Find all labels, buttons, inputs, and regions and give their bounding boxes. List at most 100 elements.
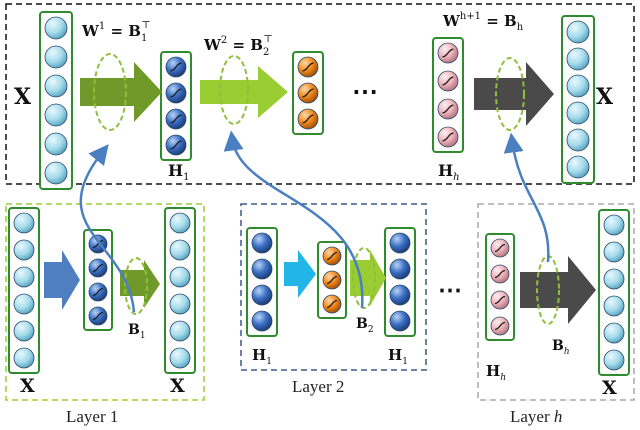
- neuron: [389, 284, 411, 306]
- sigmoid-icon: [442, 104, 454, 114]
- layer2-h1-input-column: [246, 227, 278, 337]
- link-b1-to-w1: [79, 144, 136, 313]
- column-border: [485, 233, 515, 341]
- w1-equation: W1 = B1⊤: [81, 20, 151, 44]
- link-bh-to-wh: [503, 132, 550, 263]
- sigmoid-icon: [170, 114, 182, 124]
- layer1-x-right-label: X: [170, 375, 185, 397]
- neuron: [13, 266, 35, 288]
- neuron: [251, 258, 273, 280]
- layer2-h1-output-column: [384, 227, 416, 337]
- column-border: [432, 37, 464, 153]
- top-hh-column: [432, 37, 464, 153]
- neuron: [13, 347, 35, 369]
- wh-equation: Wh+1 = Bh: [442, 11, 524, 33]
- top-model-frame: [5, 3, 635, 185]
- sigmoid-icon: [302, 62, 314, 72]
- layerh-hh-column: [485, 233, 515, 341]
- neuron: [169, 212, 191, 234]
- neuron: [603, 241, 625, 263]
- column-border: [160, 51, 192, 161]
- weight-ellipse-h: [495, 57, 525, 131]
- arrow-h1-to-h2: [200, 66, 288, 118]
- sigmoid-icon: [170, 140, 182, 150]
- layer2-decoder-arrow: [350, 250, 386, 306]
- sigmoid-icon: [326, 299, 338, 309]
- layer1-x-input-column: [8, 207, 40, 374]
- top-hh-label: Hh: [438, 161, 460, 183]
- neuron: [44, 103, 68, 127]
- sigmoid-icon: [442, 132, 454, 142]
- layerh-h-label: Hh: [486, 362, 506, 383]
- layerh-frame: [477, 203, 635, 401]
- layerh-x-right-label: X: [602, 377, 617, 399]
- neuron: [566, 74, 590, 98]
- sigmoid-icon: [326, 251, 338, 261]
- neuron: [566, 128, 590, 152]
- layer1-frame: [5, 203, 205, 401]
- layer1-x-output-column: [164, 207, 196, 374]
- layer2-b-label: B2: [356, 316, 374, 335]
- neuron: [603, 295, 625, 317]
- arrow-hh-to-x: [474, 62, 554, 126]
- neuron: [44, 74, 68, 98]
- neuron: [169, 293, 191, 315]
- layer2-caption: Layer 2: [292, 377, 344, 396]
- sigmoid-icon: [170, 62, 182, 72]
- top-x-right-label: X: [596, 84, 614, 110]
- sigmoid-icon: [170, 88, 182, 98]
- neuron: [13, 212, 35, 234]
- sigmoid-icon: [92, 311, 104, 321]
- top-x-input-column: [39, 11, 73, 190]
- column-border: [246, 227, 278, 337]
- layer2-h2-column: [317, 241, 347, 319]
- neuron: [169, 320, 191, 342]
- neuron: [566, 20, 590, 44]
- sigmoid-icon: [92, 287, 104, 297]
- top-h2-column: [292, 51, 324, 135]
- sigmoid-icon: [442, 76, 454, 86]
- neuron: [389, 310, 411, 332]
- top-h1-column: [160, 51, 192, 161]
- layer1-h1-column: [83, 229, 113, 331]
- neuron: [13, 320, 35, 342]
- weight-ellipse-2: [219, 55, 249, 125]
- neuron: [251, 310, 273, 332]
- neuron: [566, 101, 590, 125]
- top-x-output-column: [561, 15, 595, 184]
- sigmoid-icon: [302, 114, 314, 124]
- sigmoid-icon: [92, 263, 104, 273]
- layer1-b-label: B1: [128, 322, 146, 341]
- sigmoid-icon: [494, 295, 506, 305]
- layer2-frame: [240, 203, 427, 371]
- neuron: [251, 232, 273, 254]
- sigmoid-icon: [92, 239, 104, 249]
- sigmoid-icon: [494, 269, 506, 279]
- layerh-x-output-column: [598, 209, 630, 376]
- column-border: [384, 227, 416, 337]
- sigmoid-icon: [442, 48, 454, 58]
- layer1-b-ellipse: [124, 257, 148, 315]
- w2-equation: W2 = B2⊤: [203, 34, 273, 58]
- neuron: [389, 232, 411, 254]
- layer2-encoder-arrow: [284, 250, 316, 298]
- top-x-left-label: X: [14, 84, 32, 110]
- sigmoid-icon: [494, 321, 506, 331]
- neuron: [603, 214, 625, 236]
- top-ellipsis: ⋯: [352, 77, 378, 107]
- neuron: [13, 239, 35, 261]
- bottom-ellipsis: ⋯: [438, 275, 462, 304]
- sigmoid-icon: [494, 243, 506, 253]
- sigmoid-icon: [302, 88, 314, 98]
- neuron: [169, 266, 191, 288]
- neuron: [169, 239, 191, 261]
- layer2-h-left-label: H1: [252, 346, 272, 367]
- layerh-b-label: Bh: [552, 338, 570, 357]
- top-h1-label: H1: [168, 161, 190, 183]
- layerh-caption: Layer h: [510, 407, 562, 426]
- link-b2-to-w2: [223, 130, 364, 309]
- neuron: [566, 155, 590, 179]
- neuron: [603, 349, 625, 371]
- neuron: [603, 268, 625, 290]
- neuron: [389, 258, 411, 280]
